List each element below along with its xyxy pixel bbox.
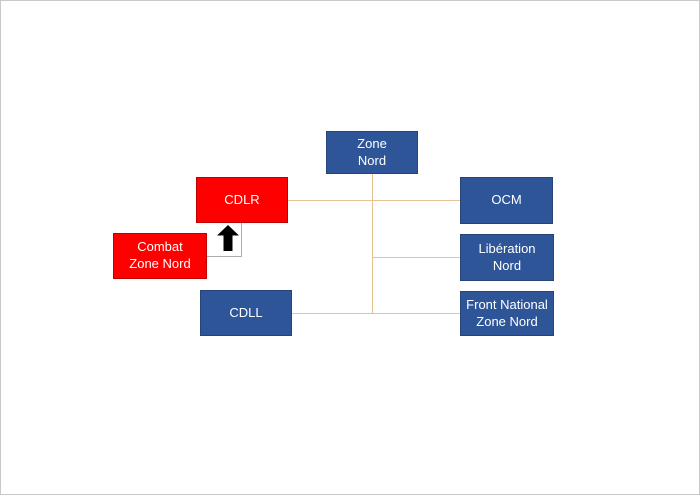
- node-front-national-zone-nord-label: Front National Zone Nord: [466, 296, 548, 329]
- node-combat-zone-nord-label: Combat Zone Nord: [129, 239, 191, 271]
- node-ocm: OCM: [460, 177, 553, 224]
- node-cdll: CDLL: [200, 290, 292, 336]
- node-ocm-label: OCM: [491, 192, 522, 208]
- connector-combat-elbow-vertical: [241, 223, 242, 257]
- connector-combat-elbow-horizontal: [207, 256, 241, 257]
- up-arrow-icon: [217, 225, 239, 251]
- node-liberation-nord-label: Libération Nord: [478, 240, 536, 273]
- node-cdlr-label: CDLR: [224, 191, 260, 207]
- node-combat-zone-nord: Combat Zone Nord: [113, 233, 207, 279]
- connector-row-top: [288, 200, 460, 201]
- node-cdll-label: CDLL: [229, 304, 263, 320]
- node-liberation-nord: Libération Nord: [460, 234, 554, 281]
- connector-row-bottom: [292, 313, 460, 314]
- node-front-national-zone-nord: Front National Zone Nord: [460, 291, 554, 336]
- node-zone-nord: Zone Nord: [326, 131, 418, 174]
- node-zone-nord-label: Zone Nord: [357, 135, 387, 168]
- node-cdlr: CDLR: [196, 177, 288, 223]
- connector-trunk-vertical: [372, 174, 373, 313]
- connector-row-middle: [372, 257, 460, 258]
